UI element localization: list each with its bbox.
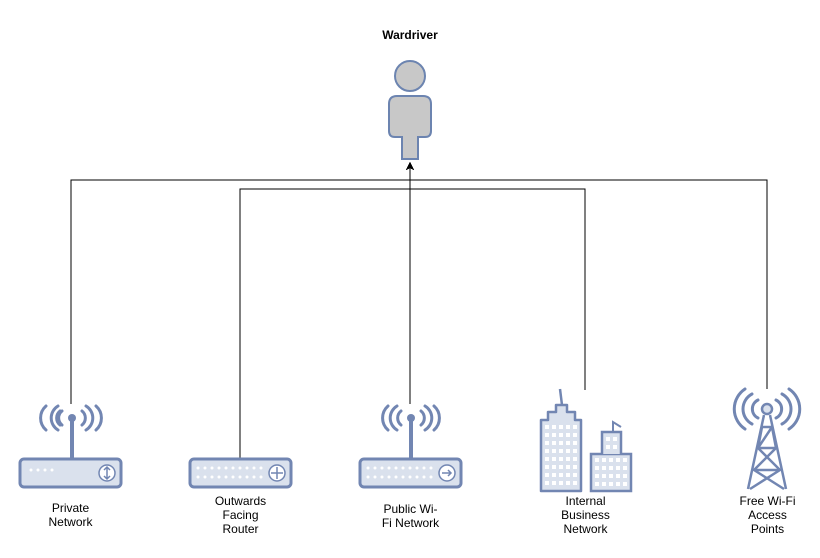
connectors bbox=[70, 162, 768, 458]
node-label-internal-business-network: Internal Business Network bbox=[561, 494, 610, 536]
connector-free bbox=[406, 162, 768, 389]
connector-business bbox=[406, 162, 586, 390]
radio-tower-icon bbox=[732, 387, 802, 491]
office-buildings-icon bbox=[539, 388, 633, 493]
wireless-router-icon bbox=[358, 404, 463, 489]
wireless-router-icon bbox=[18, 404, 123, 489]
person-icon bbox=[388, 60, 432, 160]
node-label-free-wifi-access-points: Free Wi-Fi Access Points bbox=[739, 494, 796, 536]
router-icon bbox=[188, 457, 293, 489]
node-label-outwards-facing-router: Outwards Facing Router bbox=[214, 494, 267, 536]
node-label-public-wifi-network: Public Wi- Fi Network bbox=[381, 502, 440, 530]
diagram-title: Wardriver bbox=[382, 28, 438, 42]
node-label-private-network: Private Network bbox=[48, 501, 93, 529]
